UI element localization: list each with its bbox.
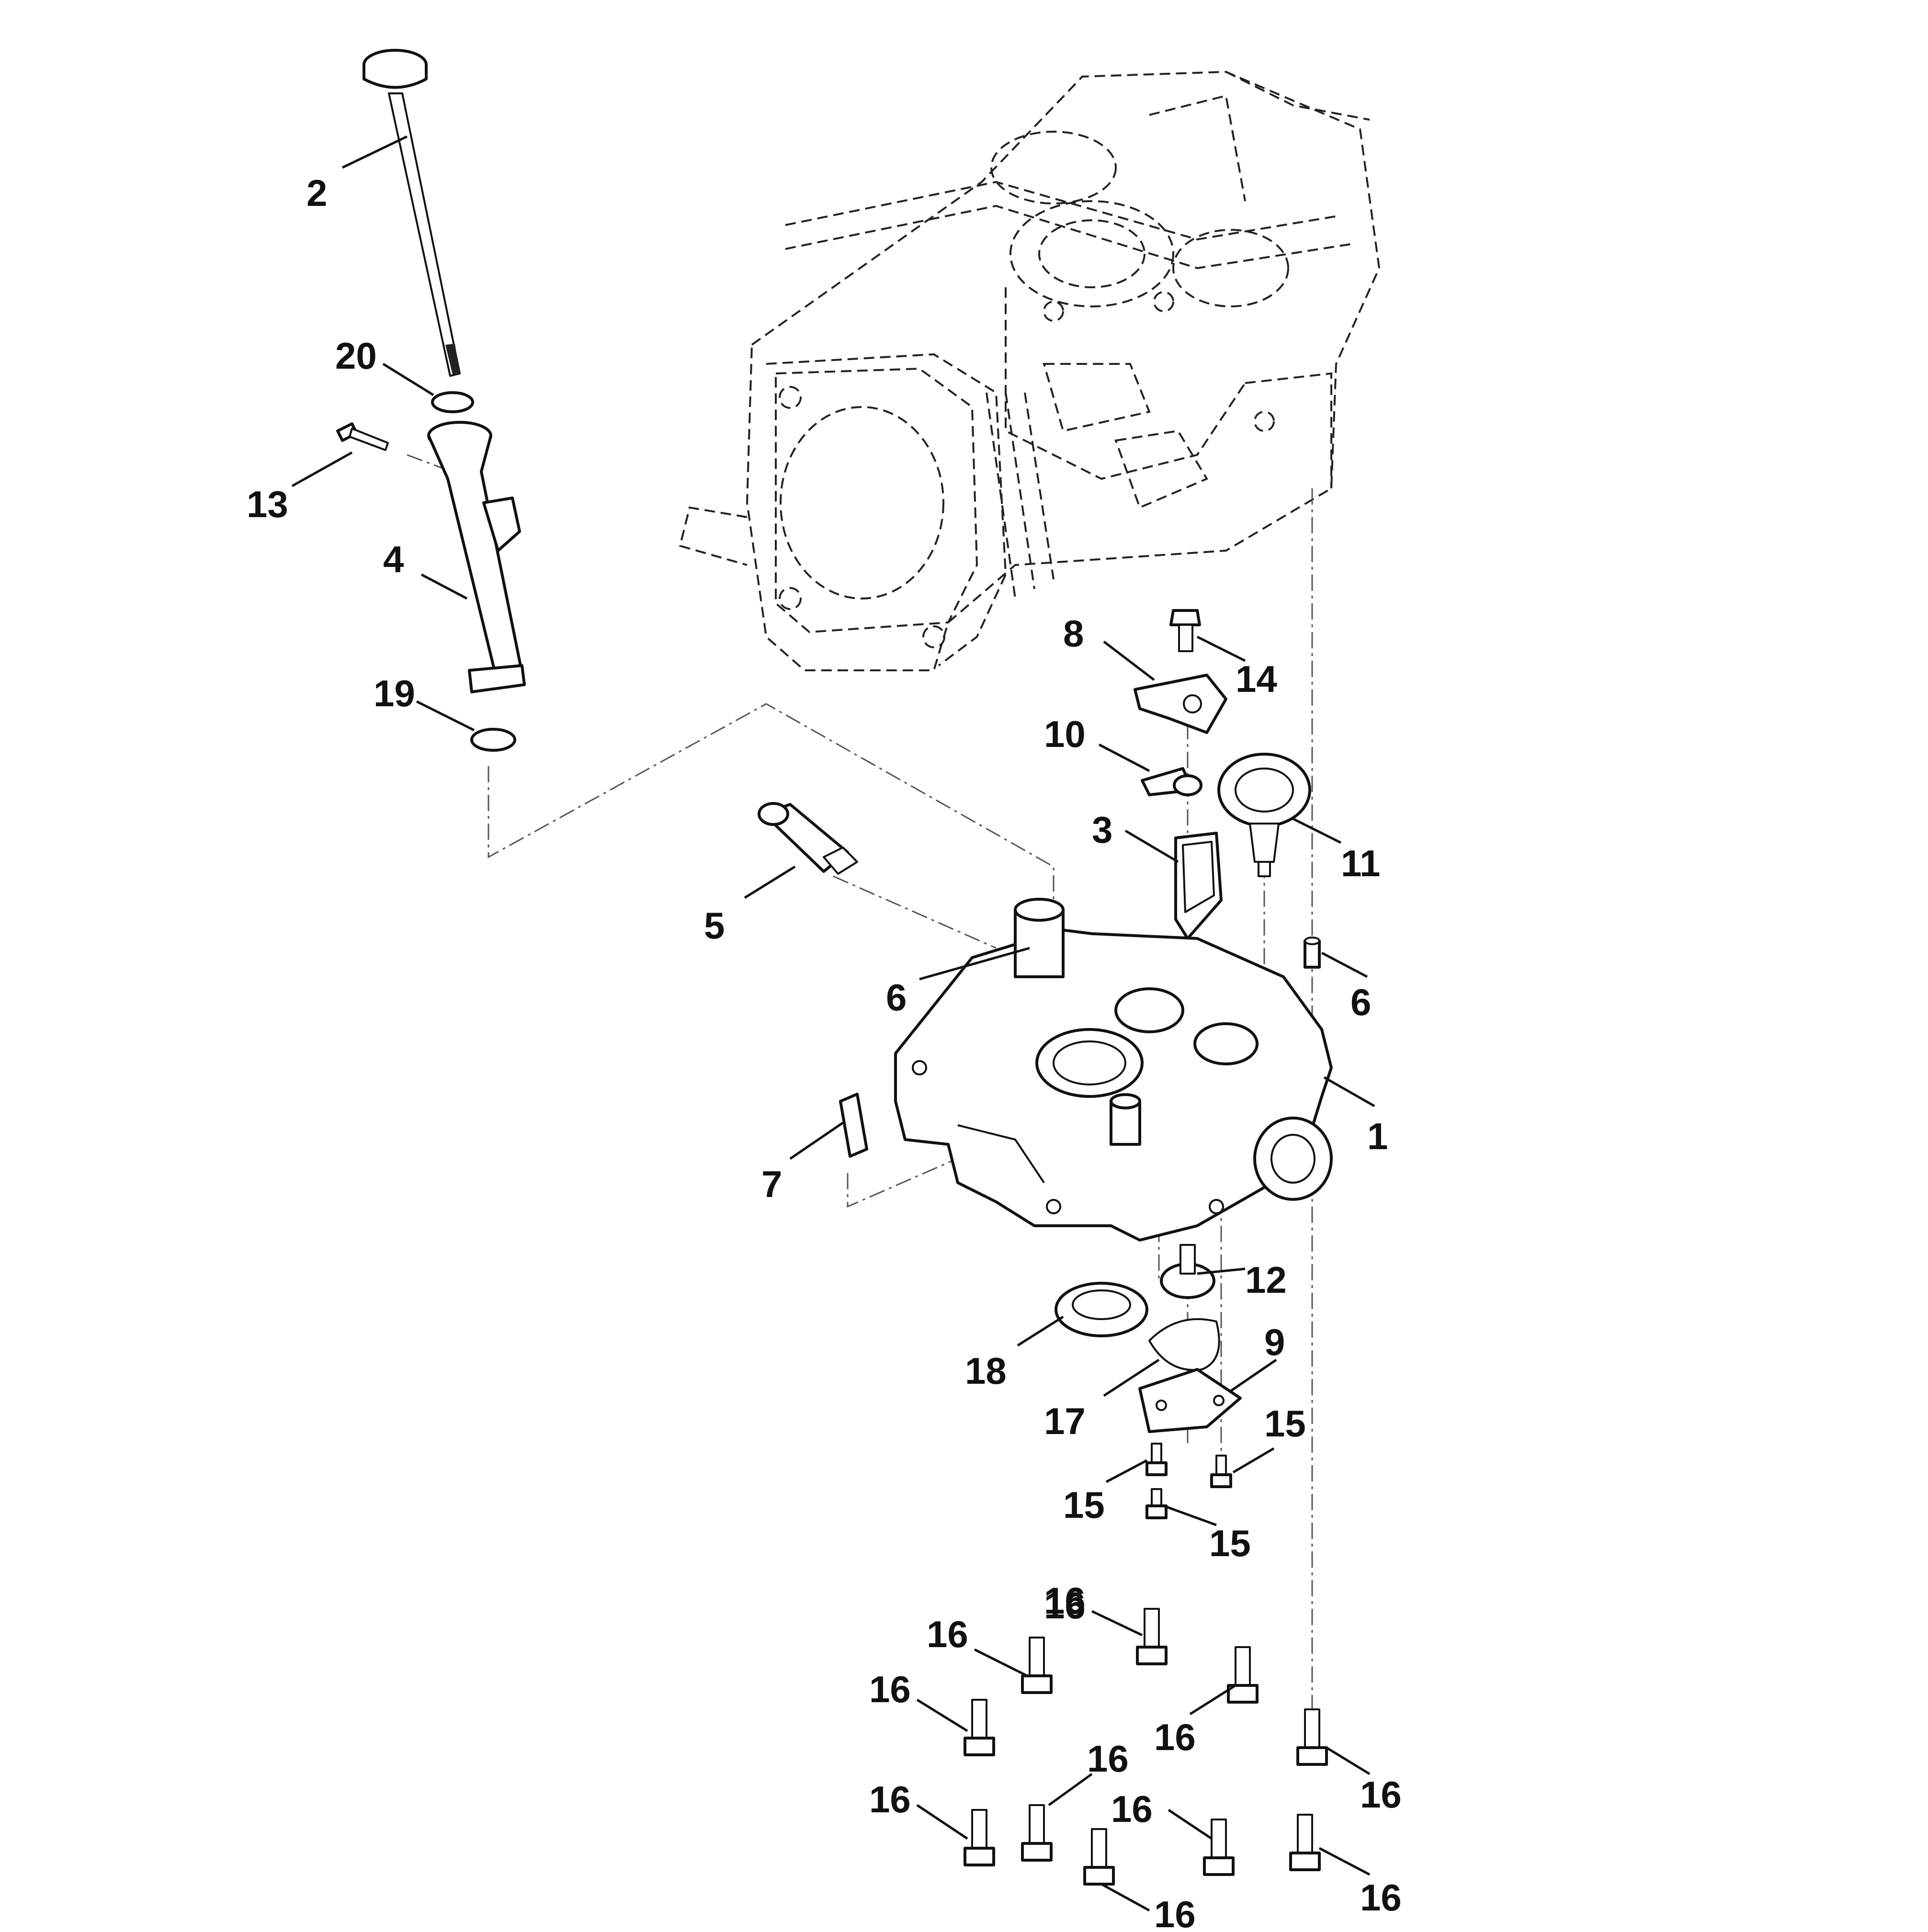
callout-10: 10: [1044, 713, 1086, 755]
callout-16i: 16: [1154, 1893, 1196, 1932]
gasket-17: [1148, 1318, 1220, 1371]
callout-15c: 15: [1209, 1522, 1251, 1564]
bolt-16-10: [1289, 1814, 1321, 1871]
callout-16h: 16: [1111, 1788, 1153, 1830]
callout-1: 1: [1367, 1115, 1388, 1157]
plate-8: [1134, 674, 1227, 734]
bolt-16-9: [1083, 1828, 1115, 1886]
callout-16d: 16: [869, 1668, 911, 1710]
bolt-16-8: [1203, 1819, 1235, 1876]
callout-6a: 6: [886, 976, 907, 1018]
bolt-16-5: [1296, 1708, 1328, 1766]
callout-16j: 16: [1360, 1876, 1402, 1919]
callout-16f: 16: [869, 1778, 911, 1820]
callout-8: 8: [1063, 612, 1084, 655]
dipstick-tube: [427, 421, 526, 693]
callout-15b: 15: [1063, 1484, 1105, 1526]
callout-4: 4: [383, 538, 404, 580]
oil-pressure-switch: [758, 802, 858, 875]
bolt-16-7: [1021, 1804, 1053, 1862]
callout-7: 7: [761, 1163, 782, 1205]
screw-15-a: [1145, 1443, 1168, 1476]
bolts-16: [964, 1608, 1328, 1886]
o-ring-20: [431, 391, 474, 413]
callout-18: 18: [965, 1350, 1007, 1392]
bolt-16-2: [1021, 1637, 1053, 1694]
screw-15-c: [1145, 1488, 1168, 1519]
oil-strainer-3: [1174, 832, 1223, 940]
o-ring-19: [470, 728, 516, 752]
callout-15a: 15: [1264, 1402, 1306, 1445]
callout-14: 14: [1236, 658, 1277, 700]
crankcase-cover: [894, 898, 1333, 1242]
callout-3: 3: [1092, 809, 1112, 851]
gear-11: [1217, 753, 1311, 877]
callout-16b: 16: [927, 1613, 968, 1655]
callout-16a: 16: [1044, 1580, 1086, 1622]
screw-15-b: [1210, 1455, 1232, 1488]
dowel-pin-right: [1304, 937, 1321, 969]
callout-16e: 16: [1360, 1774, 1402, 1816]
callout-19: 19: [374, 672, 415, 714]
callout-2: 2: [306, 172, 327, 214]
callout-9: 9: [1264, 1321, 1285, 1363]
callout-12: 12: [1245, 1259, 1287, 1301]
bolt-16-3: [1227, 1646, 1259, 1704]
screw-13: [336, 422, 389, 451]
bolt-16-6: [964, 1809, 995, 1866]
dipstick: [363, 49, 461, 377]
pump-cover-9: [1138, 1368, 1242, 1433]
lever-10: [1141, 767, 1202, 796]
pump-rotor-12: [1160, 1244, 1215, 1299]
callout-16k: 16: [1044, 1584, 1086, 1627]
callout-16c: 16: [1154, 1716, 1196, 1758]
leader-lines: [291, 135, 1375, 1912]
callout-20: 20: [335, 335, 377, 377]
clip-7: [839, 1093, 868, 1158]
bolt-16-1: [1136, 1608, 1168, 1665]
callout-11: 11: [1341, 842, 1380, 884]
callout-5: 5: [704, 904, 725, 947]
callout-13: 13: [247, 483, 288, 525]
callout-17: 17: [1044, 1400, 1086, 1442]
oil-seal-18: [1055, 1282, 1148, 1337]
bolt-16-4: [964, 1699, 995, 1756]
callout-16g: 16: [1087, 1738, 1129, 1780]
callout-labels: 2 20 13 4 19 8 14 10 11 3 5 6 6 1 7 12 1…: [247, 172, 1402, 1932]
callout-6b: 6: [1350, 981, 1371, 1023]
bolt-14: [1169, 609, 1201, 652]
engine-block-ghost: [679, 70, 1381, 671]
